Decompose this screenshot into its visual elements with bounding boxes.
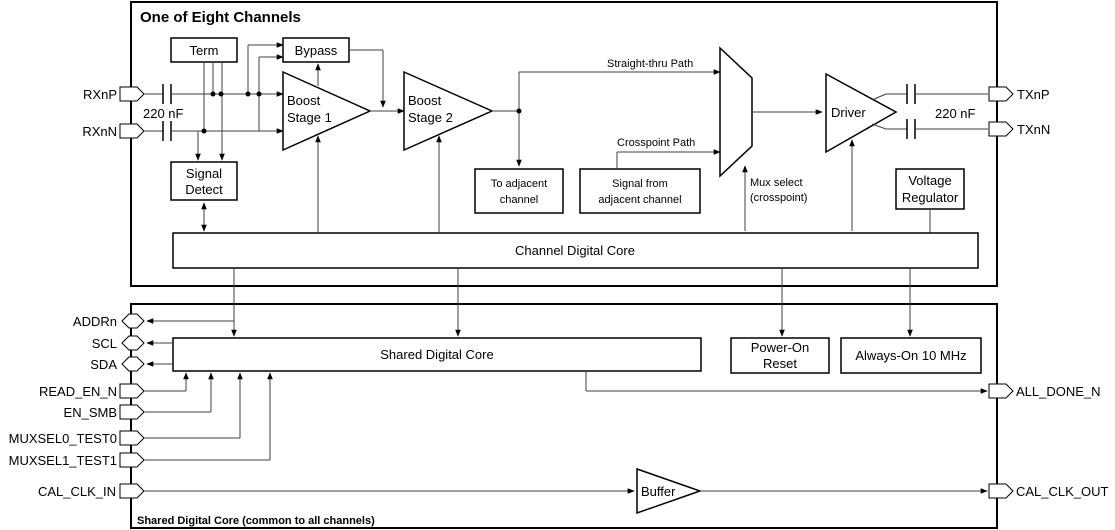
- config-pin-wiring: [144, 372, 273, 461]
- rxnp-pin-label: RXnP: [83, 87, 117, 102]
- voltage-regulator-block: [895, 168, 965, 210]
- boost-stage-1-label-line2: Stage 1: [287, 110, 332, 125]
- boost-stage-1-amplifier: [282, 70, 372, 152]
- channel-digital-core-block: [172, 232, 979, 269]
- signal-detect-block: [170, 161, 238, 201]
- rxnn-pin-icon: [119, 123, 145, 139]
- channel-digital-core-label: Channel Digital Core: [515, 243, 635, 258]
- signal-from-adjacent-label-line1: Signal from: [612, 178, 668, 190]
- boost-stage-2-label-line1: Boost: [408, 93, 442, 108]
- txnn-pin-label: TXnN: [1017, 122, 1050, 137]
- signal-from-adjacent-block: [579, 168, 701, 214]
- scl-pin-label: SCL: [92, 336, 117, 351]
- cal-clk-out-pin-label: CAL_CLK_OUT: [1016, 484, 1109, 499]
- to-adjacent-label-line2: channel: [500, 194, 539, 206]
- driver-amplifier: [825, 72, 898, 154]
- signal-detect-label-line1: Signal: [186, 166, 222, 181]
- power-on-reset-block: [730, 337, 830, 374]
- txnp-pin-label: TXnP: [1017, 87, 1050, 102]
- sda-pin-label: SDA: [90, 357, 117, 372]
- txnn-pin-icon: [988, 121, 1014, 137]
- to-adjacent-channel-block: [474, 168, 564, 214]
- mux-select-label-line1: Mux select: [750, 177, 803, 189]
- shared-core-frame-title: Shared Digital Core (common to all chann…: [137, 515, 375, 527]
- shared-digital-core-block: [172, 337, 702, 372]
- cal-clk-out-pin-icon: [988, 483, 1014, 499]
- output-capacitors: [871, 84, 988, 139]
- rxnp-pin-icon: [119, 86, 145, 102]
- shared-digital-core-label: Shared Digital Core: [380, 347, 493, 362]
- junction-dot: [201, 128, 207, 134]
- txnp-pin-icon: [988, 86, 1014, 102]
- bypass-block: [282, 37, 350, 63]
- signal-detect-label-line2: Detect: [185, 182, 223, 197]
- channel-frame-title: One of Eight Channels: [140, 9, 301, 26]
- scl-pin-icon: [121, 335, 145, 351]
- smbus-wiring: [146, 318, 234, 367]
- mux-block: [719, 46, 753, 178]
- input-capacitors: [144, 84, 172, 141]
- straight-thru-path-label: Straight-thru Path: [607, 58, 693, 70]
- mux-select-label-line2: (crosspoint): [750, 192, 807, 204]
- read-en-n-pin-label: READ_EN_N: [39, 384, 117, 399]
- addrn-pin-label: ADDRn: [73, 314, 117, 329]
- all-done-wiring: [585, 371, 988, 394]
- boost-stage-2-label-line2: Stage 2: [408, 110, 453, 125]
- cal-clk-in-pin-icon: [119, 483, 145, 499]
- en-smb-pin-icon: [119, 404, 145, 420]
- power-on-reset-label-line1: Power-On: [751, 340, 810, 355]
- input-wiring: [171, 42, 405, 161]
- output-cap-label: 220 nF: [935, 106, 976, 121]
- bypass-label: Bypass: [295, 43, 338, 58]
- cal-clk-in-pin-label: CAL_CLK_IN: [38, 484, 116, 499]
- muxsel0-pin-icon: [119, 430, 145, 446]
- crosspoint-wiring: [616, 149, 721, 169]
- inter-frame-wiring: [231, 268, 913, 337]
- rxnn-pin-label: RXnN: [82, 124, 117, 139]
- read-en-n-pin-icon: [119, 383, 145, 399]
- all-done-n-pin-icon: [988, 383, 1014, 399]
- signal-from-adjacent-label-line2: adjacent channel: [598, 194, 681, 206]
- muxsel1-pin-icon: [119, 452, 145, 468]
- sda-pin-icon: [121, 356, 145, 372]
- muxsel0-pin-label: MUXSEL0_TEST0: [9, 431, 117, 446]
- boost2-output-wiring: [492, 69, 721, 167]
- all-done-n-pin-label: ALL_DONE_N: [1016, 384, 1101, 399]
- junction-dot: [245, 91, 251, 97]
- boost-stage-1-label-line1: Boost: [287, 93, 321, 108]
- buffer-amplifier: [636, 467, 703, 515]
- always-on-10mhz-block: [840, 337, 982, 374]
- power-on-reset-label-line2: Reset: [763, 356, 797, 371]
- always-on-label: Always-On 10 MHz: [855, 348, 966, 363]
- voltage-regulator-label-line1: Voltage: [908, 173, 951, 188]
- muxsel1-pin-label: MUXSEL1_TEST1: [9, 453, 117, 468]
- buffer-label: Buffer: [641, 484, 676, 499]
- input-cap-label: 220 nF: [143, 106, 184, 121]
- junction-dot: [210, 91, 216, 97]
- addrn-pin-icon: [121, 313, 145, 329]
- junction-dot: [256, 91, 262, 97]
- crosspoint-path-label: Crosspoint Path: [617, 137, 695, 149]
- voltage-regulator-label-line2: Regulator: [902, 190, 959, 205]
- driver-label: Driver: [831, 105, 866, 120]
- en-smb-pin-label: EN_SMB: [64, 405, 117, 420]
- junction-dot: [218, 91, 224, 97]
- term-label: Term: [190, 43, 219, 58]
- term-block: [170, 37, 238, 63]
- to-adjacent-label-line1: To adjacent: [491, 178, 547, 190]
- junction-dot: [516, 108, 522, 114]
